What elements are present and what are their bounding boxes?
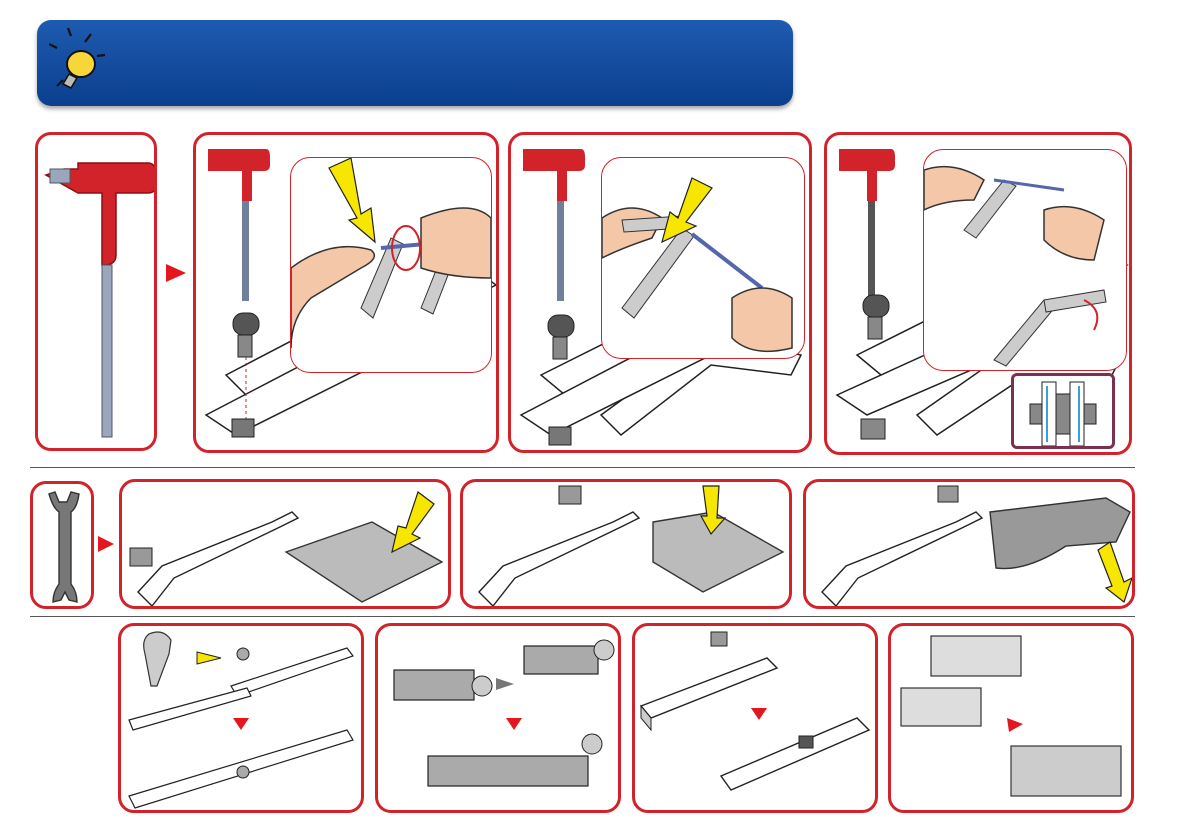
step-panel-1 (193, 132, 499, 453)
rivet-icon (237, 648, 249, 660)
highlight-arrow-icon (329, 158, 375, 242)
row-divider (30, 467, 1135, 468)
allen-key-icon (208, 149, 270, 201)
track-link-icon (931, 636, 1021, 676)
allen-key-icon (38, 135, 157, 451)
down-arrow (233, 718, 249, 730)
highlight-arrow-icon (392, 492, 434, 552)
tip-banner (37, 20, 793, 106)
nut-icon (549, 427, 571, 445)
nut-icon (861, 419, 885, 439)
allen-key-icon (523, 149, 585, 201)
next-arrow (1007, 718, 1023, 732)
spanner-step-2 (460, 479, 792, 609)
detail-inset (601, 157, 805, 359)
accessory-step-3 (632, 623, 878, 813)
allen-key-icon (839, 149, 895, 201)
accessory-step-1 (118, 623, 364, 813)
detail-inset (923, 149, 1127, 371)
row-divider (30, 616, 1135, 617)
highlight-arrow-icon (197, 652, 221, 664)
spanner-step-1 (119, 479, 451, 609)
detail-inset (290, 157, 492, 373)
cross-section-inset (1011, 373, 1115, 449)
highlight-arrow-icon (1098, 542, 1132, 602)
allen-key-panel (35, 132, 157, 451)
accessory-step-2 (375, 623, 621, 813)
rivet-tool-icon (144, 632, 171, 686)
nut-icon (938, 486, 958, 502)
down-arrow (751, 708, 767, 720)
next-arrow (98, 536, 114, 552)
accessory-step-4 (888, 623, 1134, 813)
spanner-icon (33, 484, 94, 609)
next-arrow (166, 264, 186, 282)
step-panel-2 (508, 132, 812, 453)
spanner-step-3 (803, 479, 1135, 609)
bolt-icon (863, 295, 889, 317)
bolt-icon (548, 315, 574, 337)
nut-icon (711, 632, 727, 646)
down-arrow (506, 718, 522, 730)
nut-icon (130, 548, 152, 566)
chain-link-icon (394, 670, 474, 700)
bolt-icon (233, 313, 259, 335)
step-panel-3 (824, 132, 1132, 455)
spanner-panel (30, 481, 94, 609)
nut-icon (559, 486, 581, 504)
nut-icon (232, 419, 254, 437)
lightbulb-icon (49, 28, 129, 105)
